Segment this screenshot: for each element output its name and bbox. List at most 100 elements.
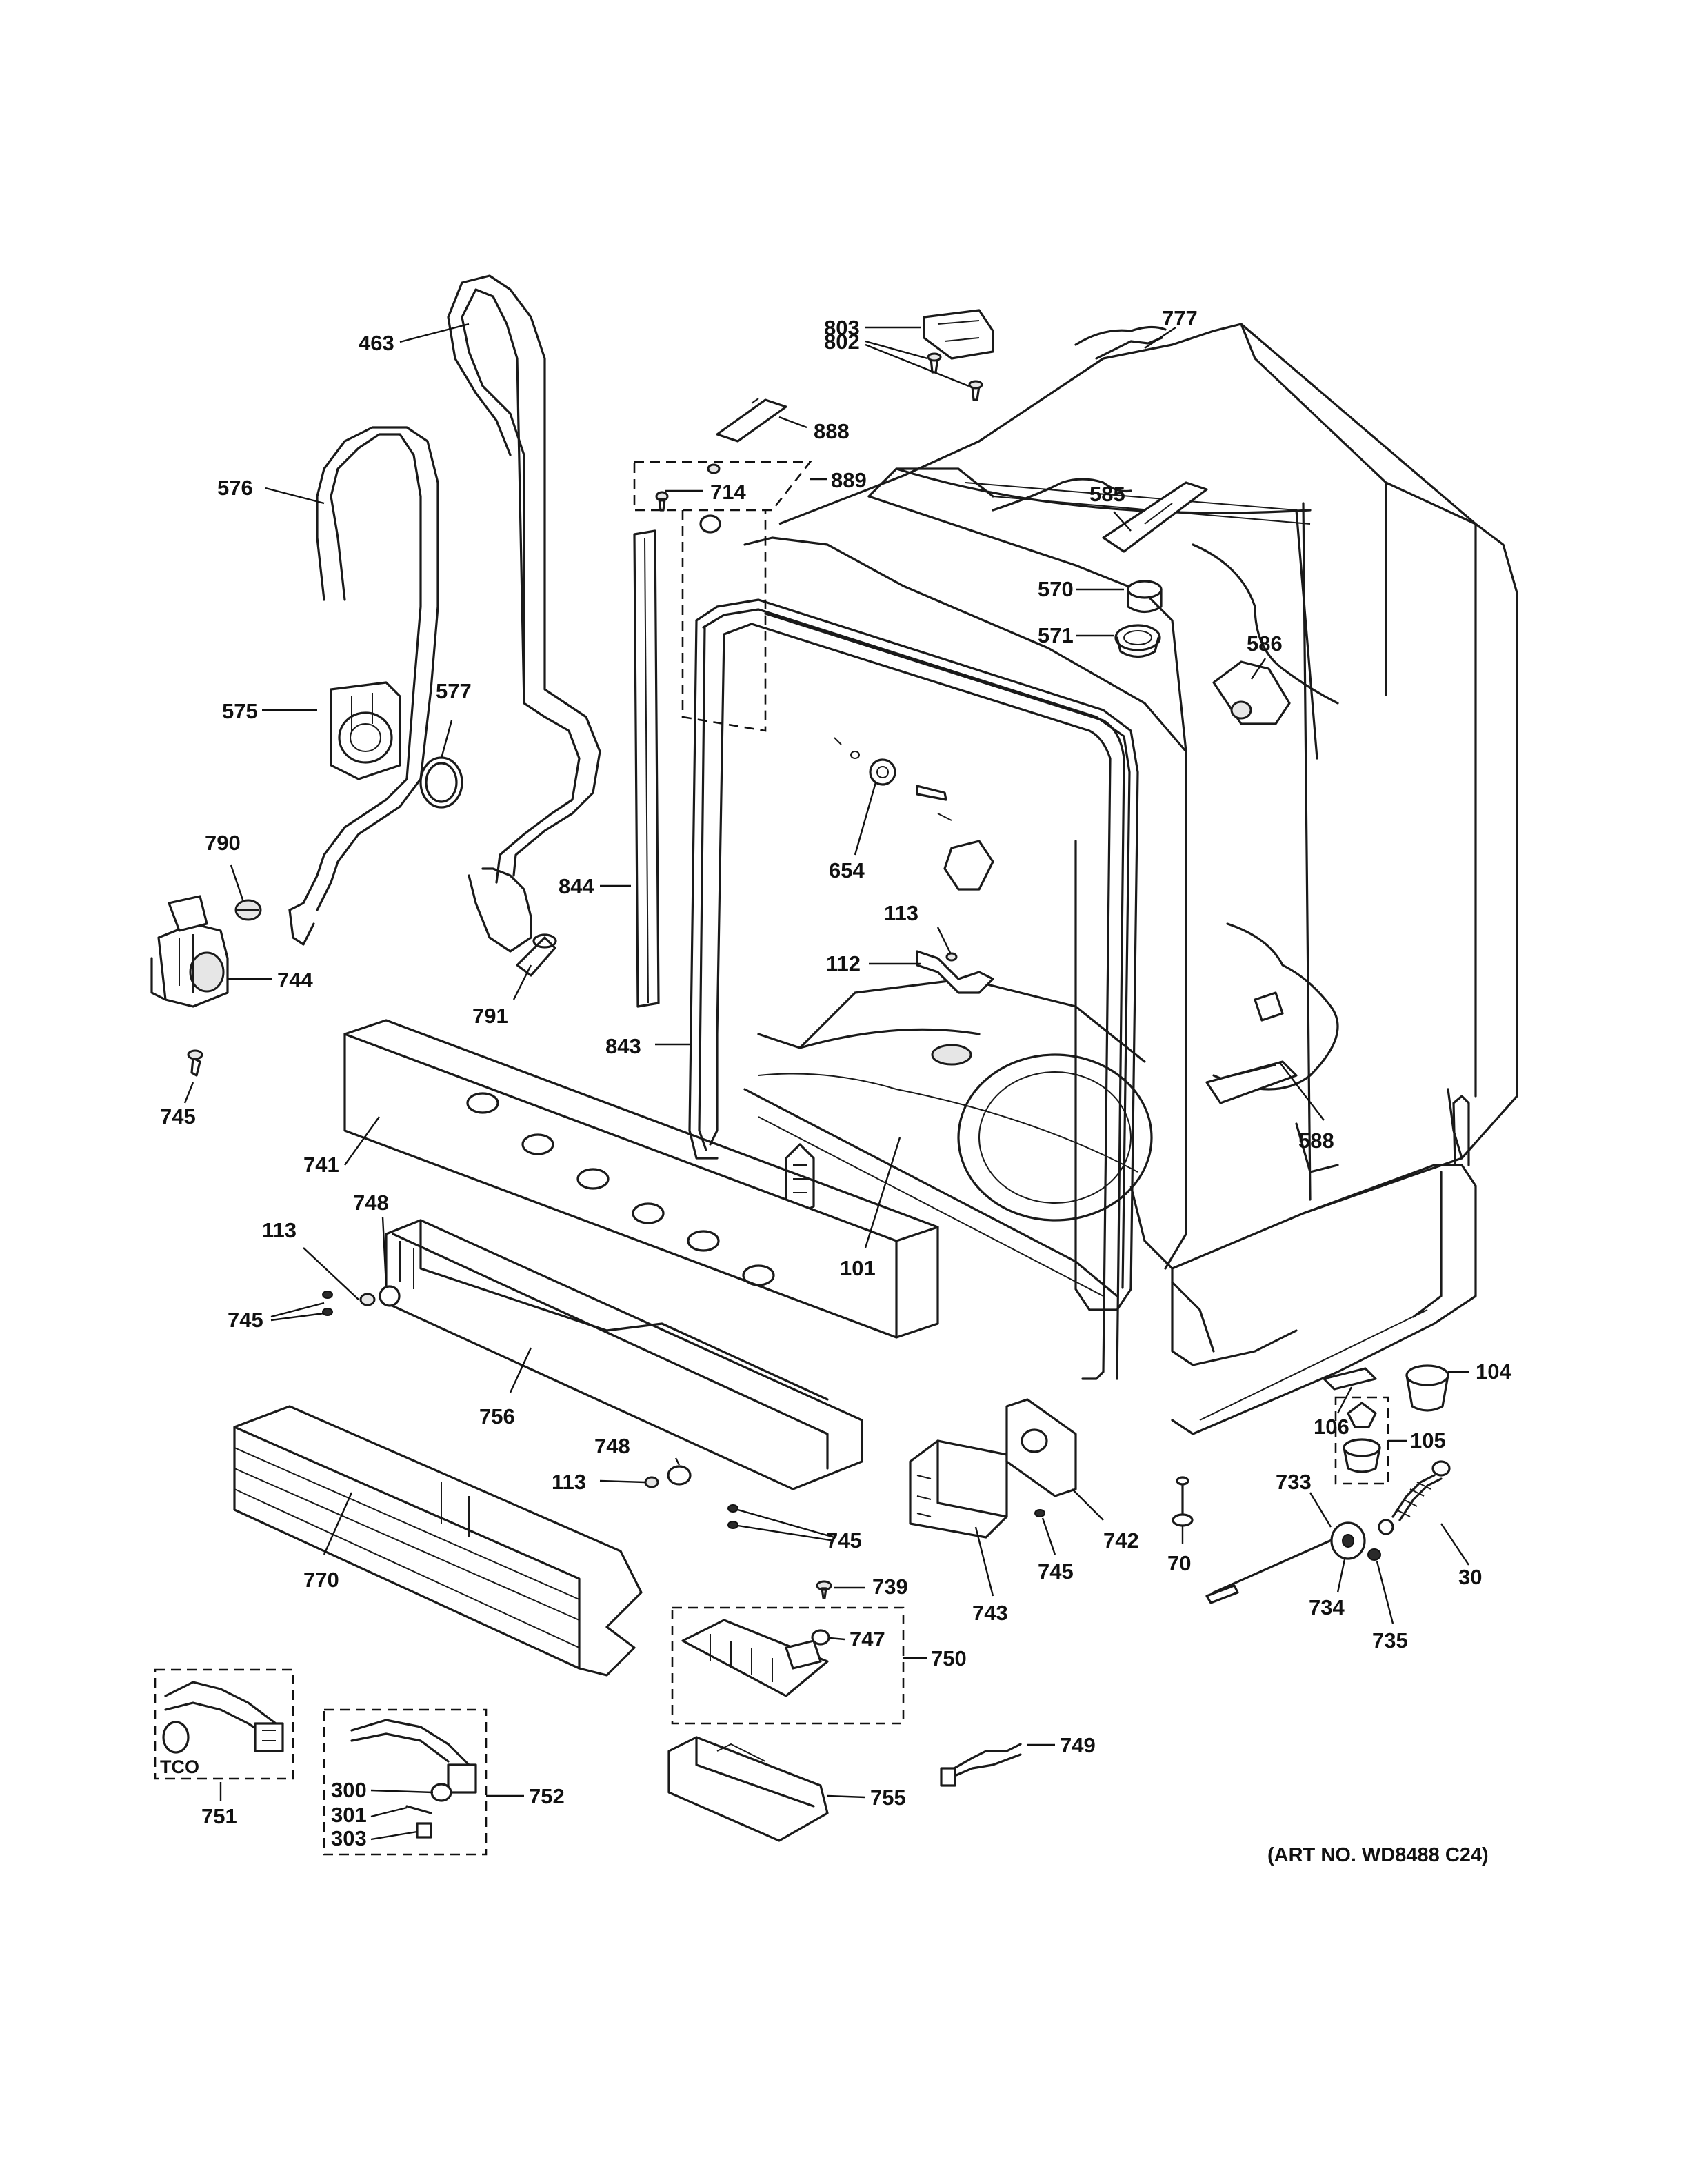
callout-751: 751 xyxy=(201,1804,237,1828)
callout-739: 739 xyxy=(872,1575,908,1599)
callout-752: 752 xyxy=(529,1784,565,1808)
nut-570 xyxy=(1127,580,1163,614)
hose-clamp-790 xyxy=(234,899,262,921)
tub-rear-cutaway xyxy=(992,478,1339,1091)
callout-588: 588 xyxy=(1298,1129,1334,1153)
callout-734: 734 xyxy=(1309,1595,1345,1619)
screw-745d xyxy=(1034,1509,1045,1517)
screw-714 xyxy=(655,463,721,534)
callout-576: 576 xyxy=(217,476,253,500)
screws-802 xyxy=(927,352,983,401)
callout-575: 575 xyxy=(222,699,258,723)
callout-586: 586 xyxy=(1247,631,1283,656)
callout-303: 303 xyxy=(331,1826,367,1850)
callout-770: 770 xyxy=(303,1568,339,1592)
bracket-888 xyxy=(716,398,787,443)
harness-752 xyxy=(350,1719,477,1794)
fuse-747 xyxy=(811,1629,830,1646)
callout-750: 750 xyxy=(931,1646,967,1670)
door-seal-843 xyxy=(709,612,1125,1380)
callout-888: 888 xyxy=(814,419,850,443)
callout-654: 654 xyxy=(829,858,865,882)
clip-112 xyxy=(916,950,994,994)
insulation-panel-741 xyxy=(343,1019,939,1339)
leg-70 xyxy=(1172,1476,1194,1527)
harness-751 xyxy=(162,1681,284,1754)
callout-301: 301 xyxy=(331,1803,367,1827)
callout-labels: 463 576 575 577 790 744 745 791 803 802 … xyxy=(160,306,1511,1866)
callout-571: 571 xyxy=(1038,623,1074,647)
callout-463: 463 xyxy=(359,331,394,355)
callout-745-bottom: 745 xyxy=(826,1528,862,1553)
drain-hose-576 xyxy=(288,426,439,946)
callout-843: 843 xyxy=(605,1034,641,1058)
callout-105: 105 xyxy=(1410,1428,1446,1453)
spray-port-654 xyxy=(834,737,952,821)
plug-cover xyxy=(943,840,994,891)
manifold-571 xyxy=(1114,624,1161,658)
tub-outer-shell xyxy=(778,323,1518,1270)
callout-802: 802 xyxy=(824,330,860,354)
tco-label: TCO xyxy=(160,1757,199,1777)
callout-714: 714 xyxy=(710,480,746,504)
callout-70: 70 xyxy=(1167,1551,1191,1575)
callout-30: 30 xyxy=(1458,1565,1482,1589)
callout-300: 300 xyxy=(331,1778,367,1802)
callout-113-bottom: 113 xyxy=(552,1470,586,1494)
dashed-group-889 xyxy=(633,461,812,732)
callout-112: 112 xyxy=(826,951,861,975)
washer-748b xyxy=(667,1465,692,1486)
callout-742: 742 xyxy=(1103,1528,1139,1553)
callout-735: 735 xyxy=(1372,1628,1408,1652)
callout-755: 755 xyxy=(870,1786,906,1810)
screw-113b xyxy=(359,1293,376,1306)
vent-803 xyxy=(923,309,994,360)
tub-side-rail-right xyxy=(1171,1095,1477,1435)
foot-104 xyxy=(1405,1364,1449,1412)
callout-803: 803 xyxy=(824,316,860,340)
leader-lines xyxy=(183,323,1469,1841)
callout-745-box: 745 xyxy=(1038,1559,1074,1584)
thermostat-300 xyxy=(430,1783,452,1802)
tub-inner-frame xyxy=(743,467,1318,1353)
callout-570: 570 xyxy=(1038,577,1074,601)
callout-748-bottom: 748 xyxy=(594,1434,630,1458)
fill-hose-463 xyxy=(447,274,601,953)
tub-floor-detail xyxy=(798,1028,1153,1222)
callout-745-valve: 745 xyxy=(160,1104,196,1129)
harness-749 xyxy=(940,1743,1022,1787)
spray-arm-585 xyxy=(1102,481,1208,553)
callout-744: 744 xyxy=(277,968,313,992)
screws-745c xyxy=(727,1504,738,1529)
spring-30 xyxy=(1378,1460,1451,1535)
screw-745a xyxy=(187,1049,203,1077)
dashed-group-105 xyxy=(1334,1396,1389,1485)
callout-104: 104 xyxy=(1476,1359,1511,1384)
callout-844: 844 xyxy=(559,874,594,898)
screw-739 xyxy=(816,1580,832,1599)
callout-113-tub: 113 xyxy=(884,901,918,925)
callout-748-toekick: 748 xyxy=(353,1191,389,1215)
callout-749: 749 xyxy=(1060,1733,1096,1757)
cable-733 xyxy=(1205,1536,1339,1604)
callout-743: 743 xyxy=(972,1601,1008,1625)
callout-733: 733 xyxy=(1276,1470,1312,1494)
callout-745-toekick: 745 xyxy=(228,1308,263,1332)
insulation-block-770 xyxy=(233,1405,643,1677)
bracket-106 xyxy=(1323,1367,1377,1391)
callout-106: 106 xyxy=(1314,1415,1349,1439)
callout-585: 585 xyxy=(1089,482,1125,506)
callout-741: 741 xyxy=(303,1153,339,1177)
callout-113-toekick: 113 xyxy=(262,1218,297,1242)
filter-housing-575 xyxy=(330,681,401,780)
callout-101: 101 xyxy=(840,1256,876,1280)
callout-791: 791 xyxy=(472,1004,508,1028)
callout-577: 577 xyxy=(436,679,472,703)
elbow-791 xyxy=(516,933,557,977)
junction-box-743 xyxy=(909,1439,1008,1539)
control-board-750 xyxy=(681,1619,829,1697)
door-seal-844 xyxy=(633,529,660,1008)
bracket-303 xyxy=(416,1822,432,1839)
screws-745b xyxy=(322,1291,333,1316)
